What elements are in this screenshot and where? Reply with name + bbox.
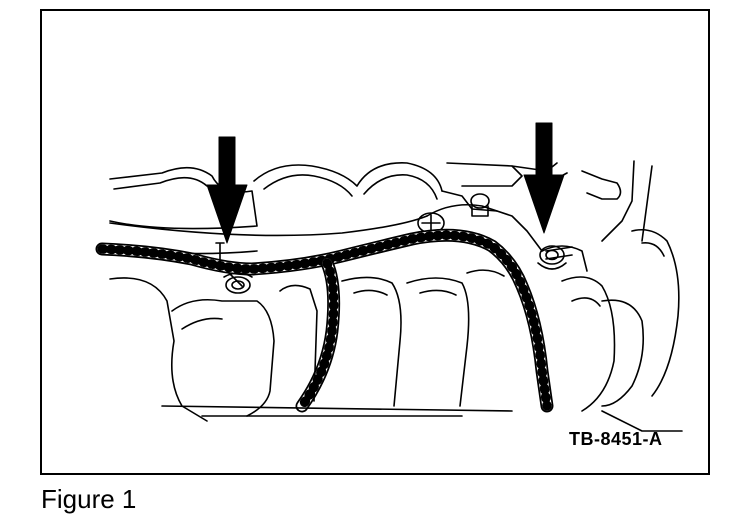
figure-caption: Figure 1 [41, 484, 137, 514]
lower-intake-runners [109, 269, 513, 422]
arrow-down-icon [523, 122, 565, 234]
figure-frame: TB-8451-A [40, 9, 710, 475]
engine-illustration [95, 122, 683, 432]
right-stud-fastener [537, 245, 573, 270]
wiring-harness [95, 228, 554, 413]
figure-reference-code: TB-8451-A [569, 429, 663, 449]
throttle-body-flange [561, 160, 683, 432]
arrow-down-icon [206, 136, 248, 244]
left-stud-fastener [223, 272, 253, 294]
upper-intake-runners [109, 162, 622, 230]
